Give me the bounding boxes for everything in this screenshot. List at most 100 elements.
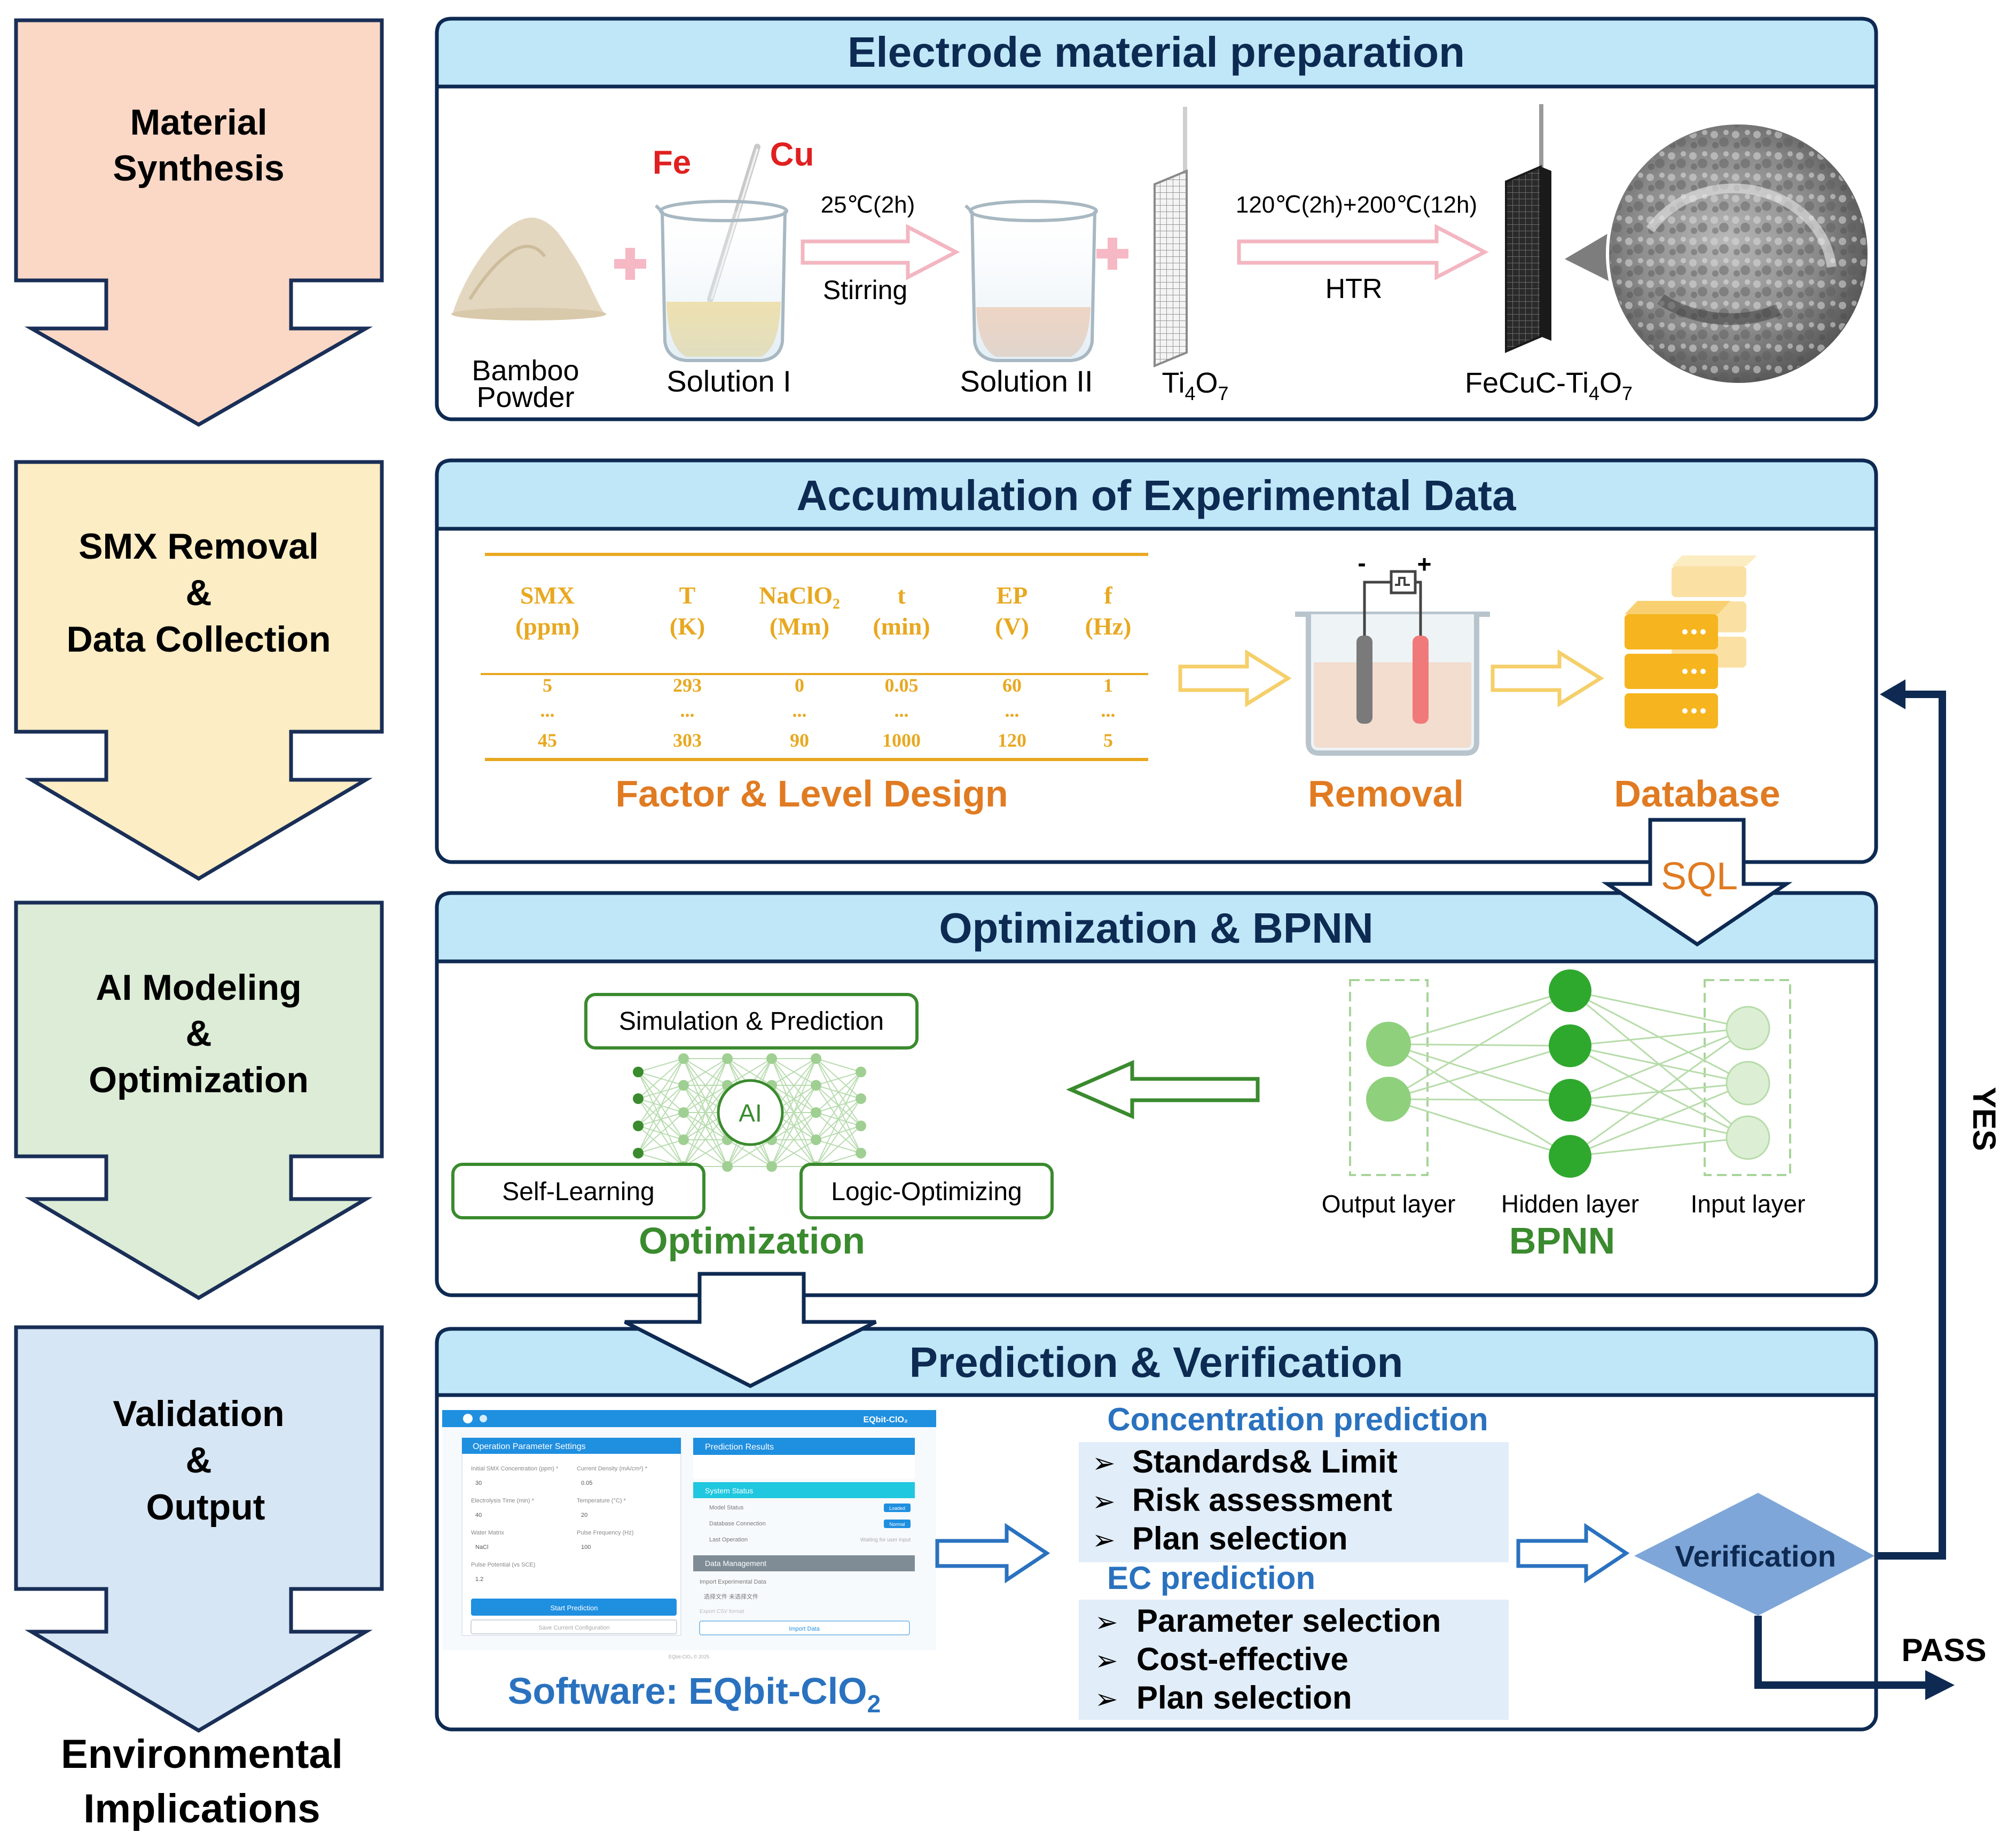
logic-optimizing-label: Logic-Optimizing bbox=[831, 1178, 1022, 1206]
app-brand: EQbit-ClO₂ bbox=[863, 1415, 908, 1424]
sim-prediction-box bbox=[584, 993, 919, 1050]
ai-node bbox=[766, 1161, 777, 1172]
plus-icon bbox=[614, 248, 646, 280]
process-arrow-2 bbox=[1237, 224, 1489, 280]
table-header-cell: (min) bbox=[873, 613, 930, 640]
table-header-cell: (ppm) bbox=[515, 613, 579, 640]
stage-label-line: & bbox=[185, 573, 211, 613]
ai-node bbox=[633, 1148, 644, 1158]
table-cell: 303 bbox=[673, 730, 702, 751]
conc-bullet: ➢ bbox=[1092, 1486, 1116, 1517]
ai-node bbox=[722, 1161, 733, 1172]
table-cell: 120 bbox=[998, 730, 1026, 751]
bpnn-network-icon bbox=[1349, 969, 1791, 1178]
bpnn-to-ai-arrow bbox=[1066, 1060, 1260, 1119]
import-data-label: Import Data bbox=[789, 1626, 820, 1632]
table-cell: 5 bbox=[543, 675, 552, 696]
stage-label-line: Data Collection bbox=[67, 619, 331, 660]
input-layer-label: Input layer bbox=[1691, 1190, 1806, 1218]
field-label: Pulse Potential (vs SCE) bbox=[471, 1562, 535, 1568]
ec-item: Plan selection bbox=[1136, 1680, 1352, 1716]
sql-arrow: SQL bbox=[1601, 818, 1793, 947]
ai-node bbox=[811, 1053, 821, 1064]
plus-icon bbox=[1096, 238, 1128, 270]
status-badge bbox=[884, 1520, 911, 1528]
ai-node bbox=[856, 1148, 866, 1158]
panel-experimental-data: Accumulation of Experimental Data SMX (pp… bbox=[435, 458, 1878, 864]
start-prediction-button[interactable] bbox=[471, 1599, 677, 1616]
param-header: Operation Parameter Settings bbox=[473, 1442, 586, 1451]
beaker-solution-2-icon bbox=[964, 200, 1098, 362]
stage-smx-removal: SMX Removal & Data Collection bbox=[14, 460, 384, 881]
data-arrow-1 bbox=[1178, 649, 1292, 708]
field-value: NaCl bbox=[475, 1544, 488, 1551]
sim-prediction-label: Simulation & Prediction bbox=[619, 1007, 884, 1036]
ai-node bbox=[856, 1121, 866, 1131]
process-arrow-1 bbox=[801, 224, 960, 280]
pred-arrow-1 bbox=[935, 1523, 1050, 1584]
stage-validation: Validation & Output bbox=[14, 1325, 384, 1733]
database-icon bbox=[1625, 555, 1757, 729]
table-cell: ... bbox=[1005, 700, 1019, 721]
status-badge bbox=[884, 1504, 911, 1512]
ec-list-box bbox=[1079, 1600, 1509, 1720]
table-header-cell: t bbox=[897, 582, 906, 609]
stage-arrow-shape bbox=[14, 460, 384, 881]
field-value: 1.2 bbox=[475, 1576, 483, 1583]
start-prediction-label: Start Prediction bbox=[551, 1604, 598, 1612]
pred-arrow-2 bbox=[1516, 1523, 1630, 1584]
ec-bullet: ➢ bbox=[1095, 1607, 1118, 1638]
app-footer: EQbit-ClO₂ © 2025 bbox=[669, 1654, 709, 1659]
concentration-list-box bbox=[1079, 1442, 1509, 1562]
bamboo-powder-icon bbox=[451, 217, 606, 320]
output-node bbox=[1366, 1077, 1411, 1122]
hidden-node bbox=[1549, 1024, 1591, 1067]
table-header-cell: SMX bbox=[520, 582, 575, 609]
table-header-cell: EP bbox=[997, 582, 1028, 609]
fecuc-electrode-icon bbox=[1505, 104, 1551, 354]
opt-to-pred-arrow bbox=[624, 1272, 877, 1388]
output-layer-frame bbox=[1349, 979, 1429, 1176]
yes-label: YES bbox=[1966, 1087, 2000, 1151]
fe-label: Fe bbox=[653, 144, 691, 181]
table-cell: 45 bbox=[538, 730, 557, 751]
conc-item: Standards& Limit bbox=[1132, 1444, 1398, 1479]
cell-plus: + bbox=[1417, 550, 1432, 578]
conc-bullet: ➢ bbox=[1092, 1448, 1116, 1479]
stage-label-line: SMX Removal bbox=[79, 526, 319, 567]
input-node bbox=[1726, 1115, 1770, 1160]
panel-title: Optimization & BPNN bbox=[939, 904, 1373, 952]
condition-2-bottom: HTR bbox=[1326, 273, 1383, 304]
app-logo-icon bbox=[463, 1414, 473, 1423]
panel-title: Accumulation of Experimental Data bbox=[797, 472, 1516, 519]
stage-ai-modeling: AI Modeling & Optimization bbox=[14, 900, 384, 1301]
input-node bbox=[1726, 1061, 1770, 1106]
output-layer-label: Output layer bbox=[1322, 1190, 1456, 1218]
hidden-node bbox=[1549, 969, 1591, 1012]
table-cell: ... bbox=[680, 700, 695, 721]
field-value: 40 bbox=[475, 1512, 482, 1518]
table-cell: ... bbox=[1101, 700, 1116, 721]
input-node bbox=[1726, 1006, 1770, 1051]
software-label: Software: EQbit-ClO2 bbox=[508, 1670, 881, 1718]
ai-core-circle bbox=[717, 1079, 784, 1146]
database-label: Database bbox=[1614, 773, 1780, 815]
data-header: Data Management bbox=[705, 1559, 766, 1568]
field-value: 100 bbox=[581, 1544, 591, 1551]
stage-arrow-shape bbox=[14, 1325, 384, 1733]
stage-label-line: & bbox=[185, 1440, 211, 1481]
export-label: Export CSV format bbox=[700, 1609, 744, 1615]
bamboo-label-line: Powder bbox=[476, 381, 574, 413]
ai-node bbox=[678, 1107, 689, 1118]
bpnn-label: BPNN bbox=[1509, 1220, 1615, 1262]
ai-node bbox=[811, 1134, 821, 1145]
stage-label-line: Optimization bbox=[89, 1060, 309, 1100]
save-config-button[interactable] bbox=[470, 1619, 677, 1634]
import-data-button[interactable] bbox=[699, 1620, 910, 1635]
data-arrow-2 bbox=[1491, 649, 1604, 708]
panel-optimization-bpnn: Optimization & BPNN AI Simulation & Pred… bbox=[435, 891, 1878, 1297]
table-header-cell: (Hz) bbox=[1085, 613, 1132, 640]
table-cell: 5 bbox=[1103, 730, 1113, 751]
waiting-text: Waiting for user input bbox=[860, 1537, 911, 1543]
